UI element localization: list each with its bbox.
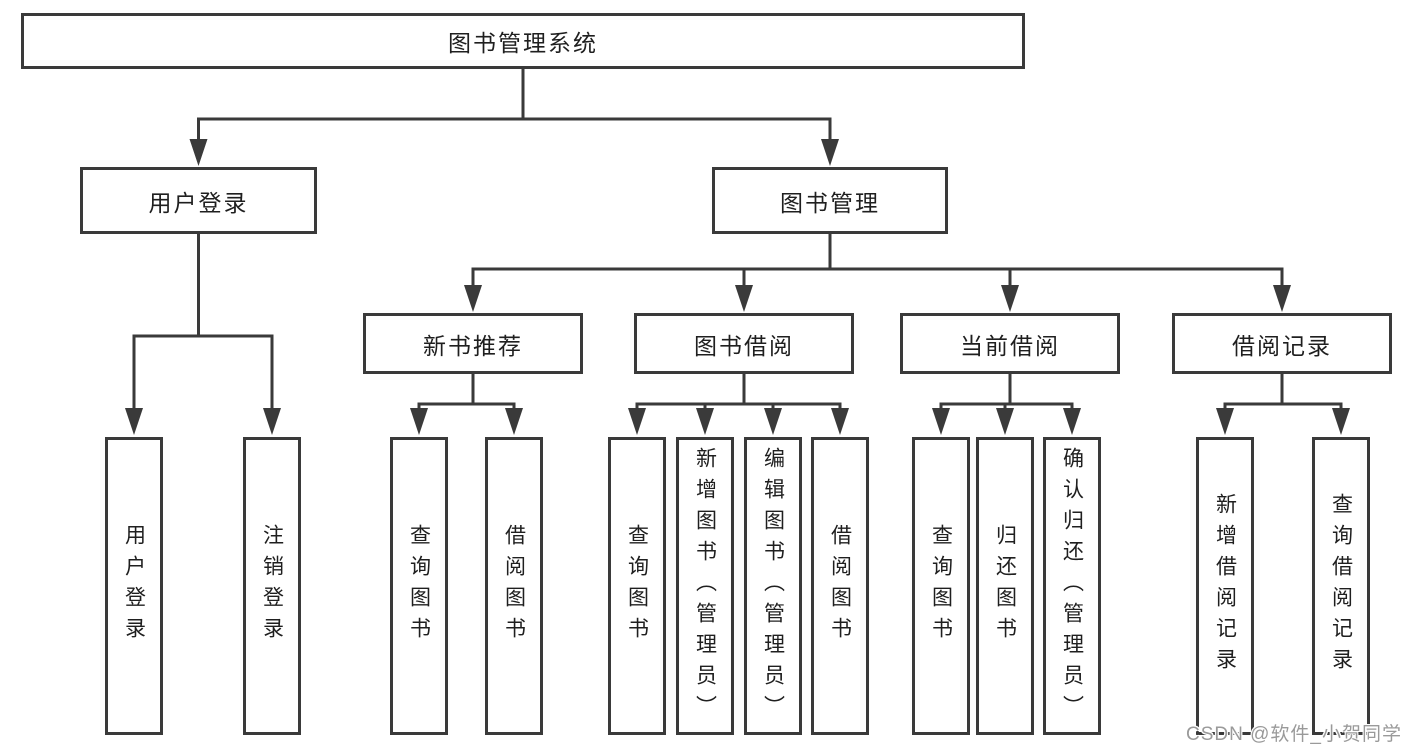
node-book-borrowing: 图书借阅: [634, 313, 854, 374]
leaf-confirm-return-admin: 确认归还（管理员）: [1043, 437, 1101, 735]
csdn-watermark: CSDN @软件_小贺同学: [1186, 724, 1402, 745]
leaf-user-login: 用户登录: [105, 437, 163, 735]
leaf-logout: 注销登录: [243, 437, 301, 735]
node-new-book-recommendation: 新书推荐: [363, 313, 583, 374]
leaf-borrow-books-borrowing: 借阅图书: [811, 437, 869, 735]
node-user-login-branch: 用户登录: [80, 167, 317, 234]
connector-lines: [132, 69, 1343, 411]
node-current-borrowing: 当前借阅: [900, 313, 1120, 374]
node-library-management-system: 图书管理系统: [21, 13, 1025, 69]
connector-arrowheads: [125, 139, 1350, 435]
node-borrowing-records: 借阅记录: [1172, 313, 1392, 374]
leaf-borrow-books-recommend: 借阅图书: [485, 437, 543, 735]
leaf-return-books: 归还图书: [976, 437, 1034, 735]
leaf-add-borrow-record: 新增借阅记录: [1196, 437, 1254, 735]
node-book-management-branch: 图书管理: [712, 167, 948, 234]
leaf-query-borrow-record: 查询借阅记录: [1312, 437, 1370, 735]
leaf-edit-books-admin: 编辑图书（管理员）: [744, 437, 802, 735]
leaf-add-books-admin: 新增图书（管理员）: [676, 437, 734, 735]
leaf-query-books-recommend: 查询图书: [390, 437, 448, 735]
leaf-query-books-current: 查询图书: [912, 437, 970, 735]
leaf-query-books-borrowing: 查询图书: [608, 437, 666, 735]
